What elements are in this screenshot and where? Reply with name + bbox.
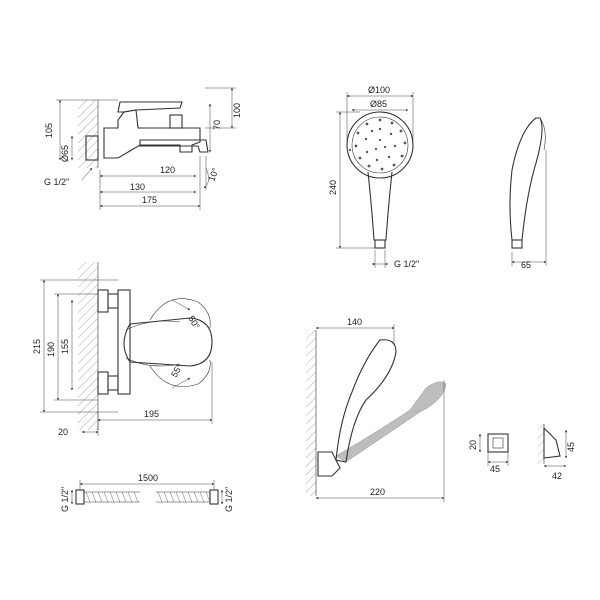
dim-height-155: 155 — [60, 339, 70, 354]
dim-diameter-inner: Ø85 — [370, 99, 387, 109]
dim-depth-175: 175 — [142, 195, 157, 205]
wall-nut — [85, 135, 99, 161]
dim-holder-height: 20 — [468, 440, 478, 450]
dim-holder-side-height: 45 — [566, 442, 576, 452]
dim-height-body: 105 — [44, 123, 54, 138]
rotation-arc-upper — [149, 298, 211, 329]
shower-side-face — [539, 117, 546, 151]
dim-diameter-outer: Ø100 — [368, 85, 390, 95]
dim-length: 240 — [328, 180, 338, 195]
dim-shower-depth: 65 — [521, 260, 531, 270]
hose-view: 1500 G 1/2" G 1/2" — [60, 473, 234, 512]
thread-label-hose-left: G 1/2" — [60, 487, 70, 512]
thread-label-mixer: G 1/2" — [44, 177, 69, 187]
wall-hatch — [78, 100, 98, 168]
rotation-arc-lower — [149, 359, 211, 387]
dim-height-215: 215 — [32, 339, 42, 354]
wall-hatch-2 — [78, 262, 98, 430]
holder-side — [543, 426, 561, 459]
lever-side — [117, 101, 183, 113]
connector-side — [511, 239, 523, 249]
shower-upright — [335, 339, 397, 463]
connector-front — [374, 239, 386, 249]
dim-height-outlet: 70 — [212, 120, 222, 130]
ghost-shower — [335, 381, 447, 463]
holder-front — [487, 433, 509, 453]
mounted-shower-view: 140 220 — [306, 317, 447, 502]
dim-height-total: 100 — [232, 103, 242, 118]
hand-shower-side: 65 — [509, 117, 547, 270]
dim-depth-130: 130 — [130, 182, 145, 192]
handle-front — [367, 171, 393, 241]
shower-head-outer — [346, 111, 414, 179]
mixer-body-front — [117, 289, 131, 395]
hose-nut-left — [75, 489, 85, 505]
thread-label-shower: G 1/2" — [394, 259, 419, 269]
thread-label-hose-right: G 1/2" — [224, 487, 234, 512]
spray-nozzles — [348, 118, 407, 171]
spout-side — [139, 139, 209, 153]
dim-holder-depth: 42 — [552, 471, 562, 481]
dim-holder-width: 45 — [490, 464, 500, 474]
dim-depth-195: 195 — [144, 409, 159, 419]
dim-depth-120: 120 — [160, 165, 175, 175]
lever-front — [123, 317, 213, 367]
mixer-front-view: 50° 55° 215 190 155 195 20 — [32, 262, 213, 437]
mixer-side-view: 100 70 105 Ø65 120 130 175 10° G 1/2" — [44, 87, 242, 210]
dim-wall-20: 20 — [58, 427, 68, 437]
mixer-body-side — [103, 109, 201, 159]
shower-head-inner — [351, 116, 409, 174]
dim-outlet-angle: 10° — [206, 166, 220, 183]
wall-hatch-3 — [306, 330, 316, 496]
diverter-knob — [169, 114, 183, 129]
hand-shower-front: Ø100 Ø85 240 G 1/2" — [328, 85, 419, 269]
dim-hose-length: 1500 — [138, 473, 158, 483]
dim-height-190: 190 — [46, 342, 56, 357]
angle-upper: 50° — [186, 314, 202, 331]
dim-pipe-diameter: Ø65 — [60, 145, 70, 162]
holder-detail: 20 45 45 42 — [468, 424, 576, 481]
wall-holder — [317, 451, 341, 477]
shower-side-body — [509, 117, 543, 241]
hose-nut-right — [209, 489, 219, 505]
dim-wall-distance: 220 — [370, 487, 385, 497]
dim-reach: 140 — [347, 317, 362, 327]
